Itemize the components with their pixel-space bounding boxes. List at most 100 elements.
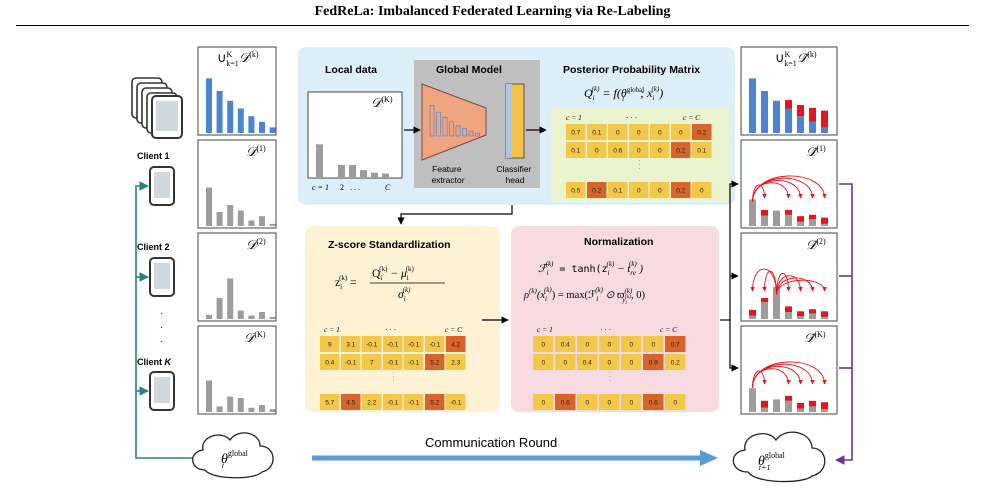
posterior-value: 0.1: [571, 148, 580, 155]
client-ellipsis-1: ·: [160, 308, 163, 319]
relabel-arc: [762, 270, 777, 296]
clientK-bar: [237, 398, 244, 412]
norm-value: 0: [585, 342, 589, 349]
norm-value: 0: [541, 400, 545, 407]
broadcast-lines: [135, 181, 195, 459]
posterior-vdots: ·: [639, 166, 641, 172]
client2-label: Client 2: [137, 242, 170, 252]
right-union-relabel-bar: [797, 105, 804, 117]
zscore-cell: [446, 394, 466, 410]
client1-bar: [216, 212, 223, 226]
norm-cell: [643, 354, 664, 370]
norm-cell: [599, 394, 620, 410]
client2-bar: [227, 278, 234, 319]
communication-round-arrowhead: [700, 450, 718, 466]
zscore-cC: c = C: [445, 325, 463, 334]
posterior-value: 0.2: [592, 188, 601, 195]
local-axis-dots: . . .: [350, 183, 360, 192]
right-clientK-bar: [785, 400, 792, 412]
right-client2-relabel-bar: [809, 309, 816, 314]
posterior-cell: [566, 182, 586, 198]
zscore-cell: [341, 354, 361, 370]
union-bar: [216, 91, 223, 133]
right-client2-bar: [749, 315, 756, 319]
norm-value: 0.6: [649, 400, 658, 407]
posterior-value: 0.6: [613, 148, 622, 155]
posterior-value: 0.2: [697, 130, 706, 137]
posterior-value: 0: [679, 130, 683, 137]
zscore-value: -0.1: [429, 342, 441, 349]
norm-cell: [665, 394, 686, 410]
local-data-bar: [338, 164, 345, 177]
right-client2-relabel-bar: [749, 309, 756, 316]
posterior-cell: [566, 142, 586, 158]
norm-cell: [599, 354, 620, 370]
local-data-bar: [360, 170, 367, 177]
posterior-value: 0: [616, 130, 620, 137]
norm-cell: [665, 354, 686, 370]
norm-cell: [555, 394, 576, 410]
norm-cell: [533, 336, 554, 352]
union-bar: [259, 121, 265, 133]
zscore-vdots: ·: [393, 370, 395, 376]
right-clientK-bar: [761, 407, 768, 412]
normalization-formula-1: ℱi(k) = tanh(zi(k) − tre(k) ): [538, 260, 643, 277]
right-clientK-relabel-bar: [761, 400, 768, 408]
right-client1-relabel-bar: [785, 209, 792, 215]
zscore-value: 7: [370, 360, 374, 367]
posterior-cell: [671, 124, 691, 140]
posterior-title: Posterior Probability Matrix: [563, 64, 700, 76]
classifier-head-label: Classifier head: [496, 164, 533, 185]
zscore-value: -0.1: [408, 360, 420, 367]
client-ellipsis-2: ·: [160, 322, 163, 333]
clientK-phone-icon: [149, 371, 175, 411]
zscore-title: Z-score Standardlization: [328, 239, 451, 251]
right-client2-bar: [773, 286, 780, 319]
norm-cC: c = C: [660, 325, 678, 334]
figure-title: FedReLa: Imbalanced Federated Learning v…: [314, 4, 671, 19]
client2-dataset-label: 𝒟(2): [246, 237, 266, 252]
zscore-panel: [305, 226, 500, 412]
union-bar: [269, 127, 276, 133]
normalization-formula-2: ρ(k)(xi(k)) = max(ℱi(k) ⊙ ϖ(k)yi(k), 0): [523, 286, 645, 306]
zscore-value: -0.1: [408, 342, 420, 349]
client1-bar: [206, 187, 212, 226]
norm-value: 0: [607, 360, 611, 367]
norm-cell: [555, 336, 576, 352]
client1-label: Client 1: [137, 151, 170, 161]
zscore-value: -0.1: [408, 400, 420, 407]
norm-vdots: ·: [609, 370, 611, 376]
clientK-bar: [206, 380, 212, 412]
norm-cell: [533, 394, 554, 410]
right-union-bar: [821, 127, 828, 133]
zscore-vdots: ·: [393, 378, 395, 384]
posterior-cell: [692, 124, 712, 140]
right-client1-bar: [821, 223, 828, 226]
union-bar: [248, 116, 255, 133]
svg-text:σi(k): σi(k): [398, 286, 411, 303]
zscore-value: 4.2: [451, 342, 460, 349]
feature-bar: [455, 125, 461, 137]
zscore-cell: [341, 336, 361, 352]
right-client1-relabel-bar: [797, 216, 804, 222]
right-clientK-label: 𝒟̃(K): [804, 330, 826, 345]
norm-c1: c = 1: [537, 325, 553, 334]
posterior-cell: [587, 124, 607, 140]
feature-bar: [429, 105, 435, 137]
posterior-value: 0: [637, 188, 641, 195]
posterior-cell: [566, 124, 586, 140]
right-client1-bar: [749, 199, 756, 226]
posterior-cell: [692, 182, 712, 198]
right-client2-relabel-bar: [821, 311, 828, 317]
zscore-value: 4.5: [346, 400, 355, 407]
norm-value: 0.4: [583, 360, 592, 367]
zscore-cell: [362, 394, 382, 410]
norm-cell: [533, 354, 554, 370]
norm-cell: [643, 394, 664, 410]
client2-bar: [269, 316, 276, 319]
norm-cell: [643, 336, 664, 352]
norm-value: 0: [673, 400, 677, 407]
